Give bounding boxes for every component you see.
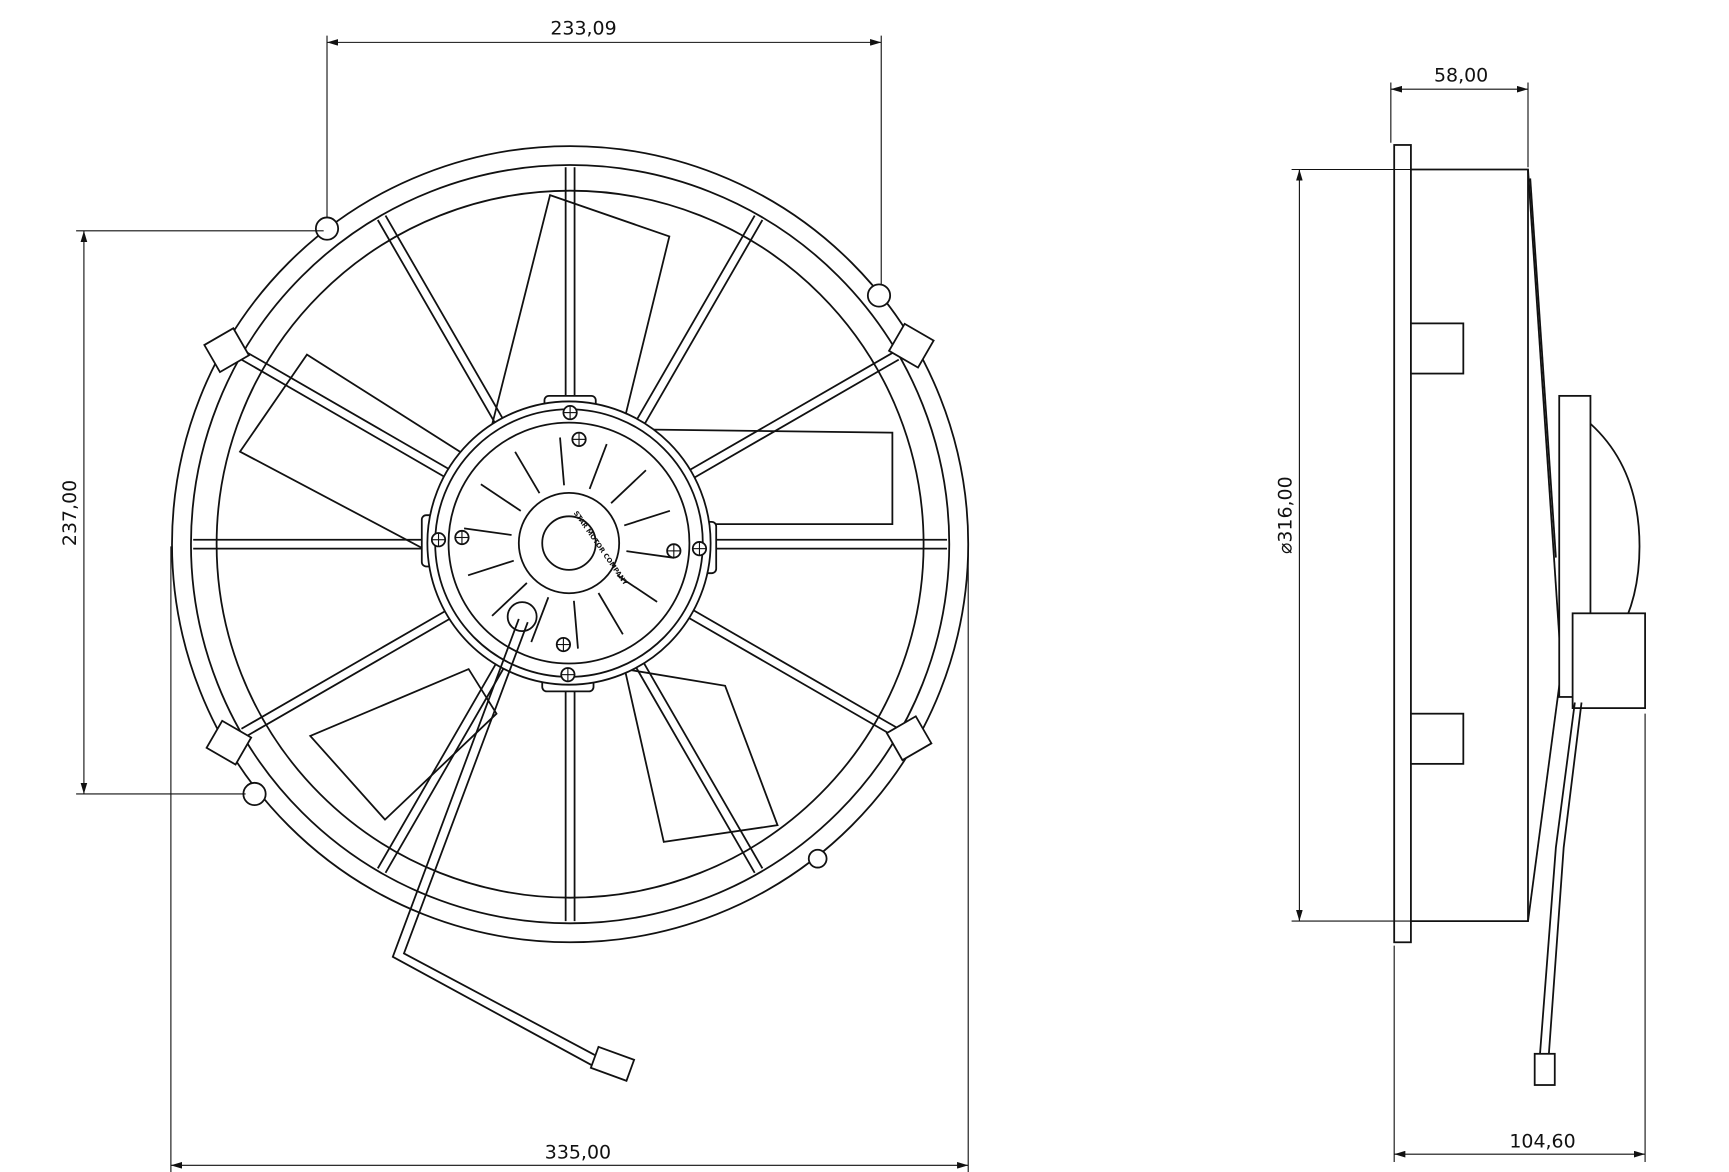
spoke-line: [642, 662, 764, 869]
mounting-flange: [1393, 144, 1412, 944]
vent-slot: [626, 550, 675, 559]
spoke-line: [688, 616, 895, 738]
vent-slot: [491, 582, 528, 617]
side-dimensions: 58,00 ⌀316,00 104,60: [1275, 64, 1646, 1162]
front-dimensions: 233,09 237,00 335,00: [59, 18, 969, 1172]
vent-slot: [530, 596, 550, 643]
spoke-line: [635, 666, 756, 874]
side-view: 58,00 ⌀316,00 104,60: [1275, 64, 1646, 1162]
spoke-line: [241, 358, 448, 480]
dim-depth: 58,00: [1434, 64, 1488, 86]
vent-slot: [480, 483, 522, 512]
dim-hole-spacing-vertical: 237,00: [59, 480, 81, 546]
vent-slot: [559, 437, 565, 486]
dim-hole-spacing-horizontal: 233,09: [550, 18, 616, 40]
cable-grommet: [506, 601, 538, 633]
screws: [430, 405, 708, 683]
vent-slot: [467, 559, 515, 577]
cable-connector: [589, 1045, 636, 1082]
shroud-spokes: [193, 167, 948, 922]
vent-slot: [463, 527, 512, 536]
clip: [1410, 322, 1465, 375]
spoke-line: [692, 609, 900, 730]
motor-vent-slots: [463, 437, 675, 649]
motor-bracket: [1571, 612, 1646, 709]
vent-slot: [514, 451, 541, 494]
mounting-hole: [866, 283, 892, 308]
spoke-line: [642, 219, 764, 427]
vent-slot: [623, 509, 671, 527]
spoke-line: [384, 215, 506, 422]
vent-slot: [588, 443, 608, 490]
vent-slot: [597, 592, 624, 635]
power-cable: [391, 618, 636, 1082]
spoke-line: [245, 351, 453, 472]
spoke-line: [635, 215, 756, 422]
vent-slot: [616, 574, 658, 603]
mounting-tabs: [203, 216, 935, 869]
mounting-hole: [314, 216, 340, 241]
mounting-hole: [807, 848, 828, 869]
spoke-line: [692, 358, 900, 480]
spoke-line: [245, 616, 453, 738]
clip: [1410, 712, 1465, 765]
spoke-line: [241, 609, 448, 730]
dim-overall-depth: 104,60: [1509, 1130, 1575, 1152]
vent-slot: [610, 469, 647, 504]
mounting-hole: [242, 781, 267, 807]
vent-slot: [573, 600, 579, 649]
spoke-line: [377, 219, 498, 427]
motor-hub: STAR MOTOR COMPANY: [420, 394, 718, 693]
cable-connector-side: [1533, 1052, 1556, 1086]
spoke-line: [377, 662, 498, 869]
spoke-line: [384, 666, 506, 874]
spoke-line: [688, 351, 895, 472]
dim-overall-width: 335,00: [545, 1142, 611, 1164]
fan-shroud: [171, 145, 970, 944]
front-view: STAR MOTOR COMPANY 233,09 237,00 335,00: [59, 18, 970, 1172]
dim-diameter: ⌀316,00: [1275, 476, 1297, 554]
